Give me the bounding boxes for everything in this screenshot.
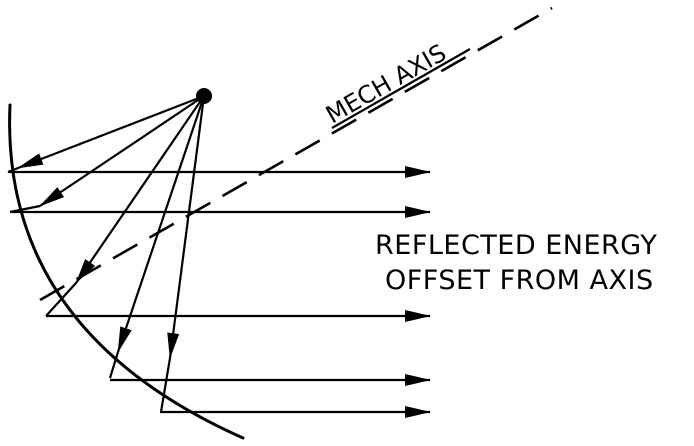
reflected-rays: [8, 166, 431, 418]
ray-segment: [159, 357, 172, 413]
incident-ray: [116, 95, 206, 353]
incident-ray: [39, 95, 205, 207]
incident-ray: [75, 95, 205, 284]
ray-segment: [108, 351, 120, 379]
incident-ray: [167, 95, 206, 359]
caption-line-2: OFFSET FROM AXIS: [385, 265, 654, 296]
mech-axis-line: [39, 6, 553, 302]
incident-rays: [17, 94, 206, 359]
incident-ray: [17, 94, 205, 170]
ray-segment: [45, 282, 77, 317]
reflector-curve: [8, 103, 245, 440]
caption-line-1: REFLECTED ENERGY: [375, 230, 657, 261]
mech-axis-label-underline: [331, 48, 471, 129]
ray-continuations: [7, 166, 172, 413]
mech-axis-label: MECH AXIS: [321, 39, 451, 129]
